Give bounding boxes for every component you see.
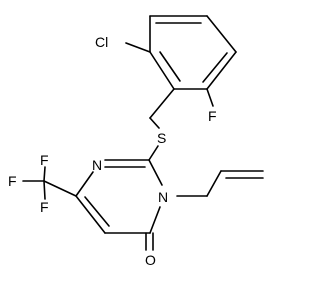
bond-c4-n3 (149, 206, 161, 234)
bond-c6-cf3 (43, 180, 77, 197)
atom-chlorine: Cl (95, 34, 108, 50)
bond-n3-c2 (148, 159, 163, 186)
atom-fluorine-cf3-3: F (40, 199, 49, 215)
bond-c6-c5 (75, 195, 106, 234)
bond-cf3-f1 (43, 166, 46, 182)
molecule-drawing: Cl F S N N O F F F (8, 15, 264, 268)
atom-fluorine-cf3-2: F (8, 173, 17, 189)
bond-cf3-f3 (43, 180, 46, 200)
atom-oxygen: O (145, 252, 156, 268)
bond-ring-5 (149, 51, 175, 90)
bond-ring-f (206, 88, 214, 107)
atom-nitrogen-1: N (92, 157, 102, 173)
atom-nitrogen-3: N (158, 189, 168, 205)
bond-ring-2 (206, 15, 237, 53)
bond-s-c2 (148, 145, 159, 161)
bond-ring-cl (125, 42, 151, 53)
atom-fluorine-cf3-1: F (40, 152, 49, 168)
bond-ch2-s (149, 117, 160, 129)
bond-ring-3-inner (202, 52, 228, 83)
bond-n1-c6 (75, 171, 94, 197)
bond-ch2-ch (206, 170, 222, 197)
bond-ring-5-inner (159, 51, 181, 82)
bond-ring-ch2 (149, 88, 175, 119)
bond-c6-c5-inner (84, 196, 110, 227)
structure-diagram: Cl F S N N O F F F (8, 15, 264, 268)
atom-sulfur: S (157, 130, 166, 146)
atom-fluorine-ring: F (208, 108, 217, 124)
bond-ring-3 (206, 51, 237, 90)
